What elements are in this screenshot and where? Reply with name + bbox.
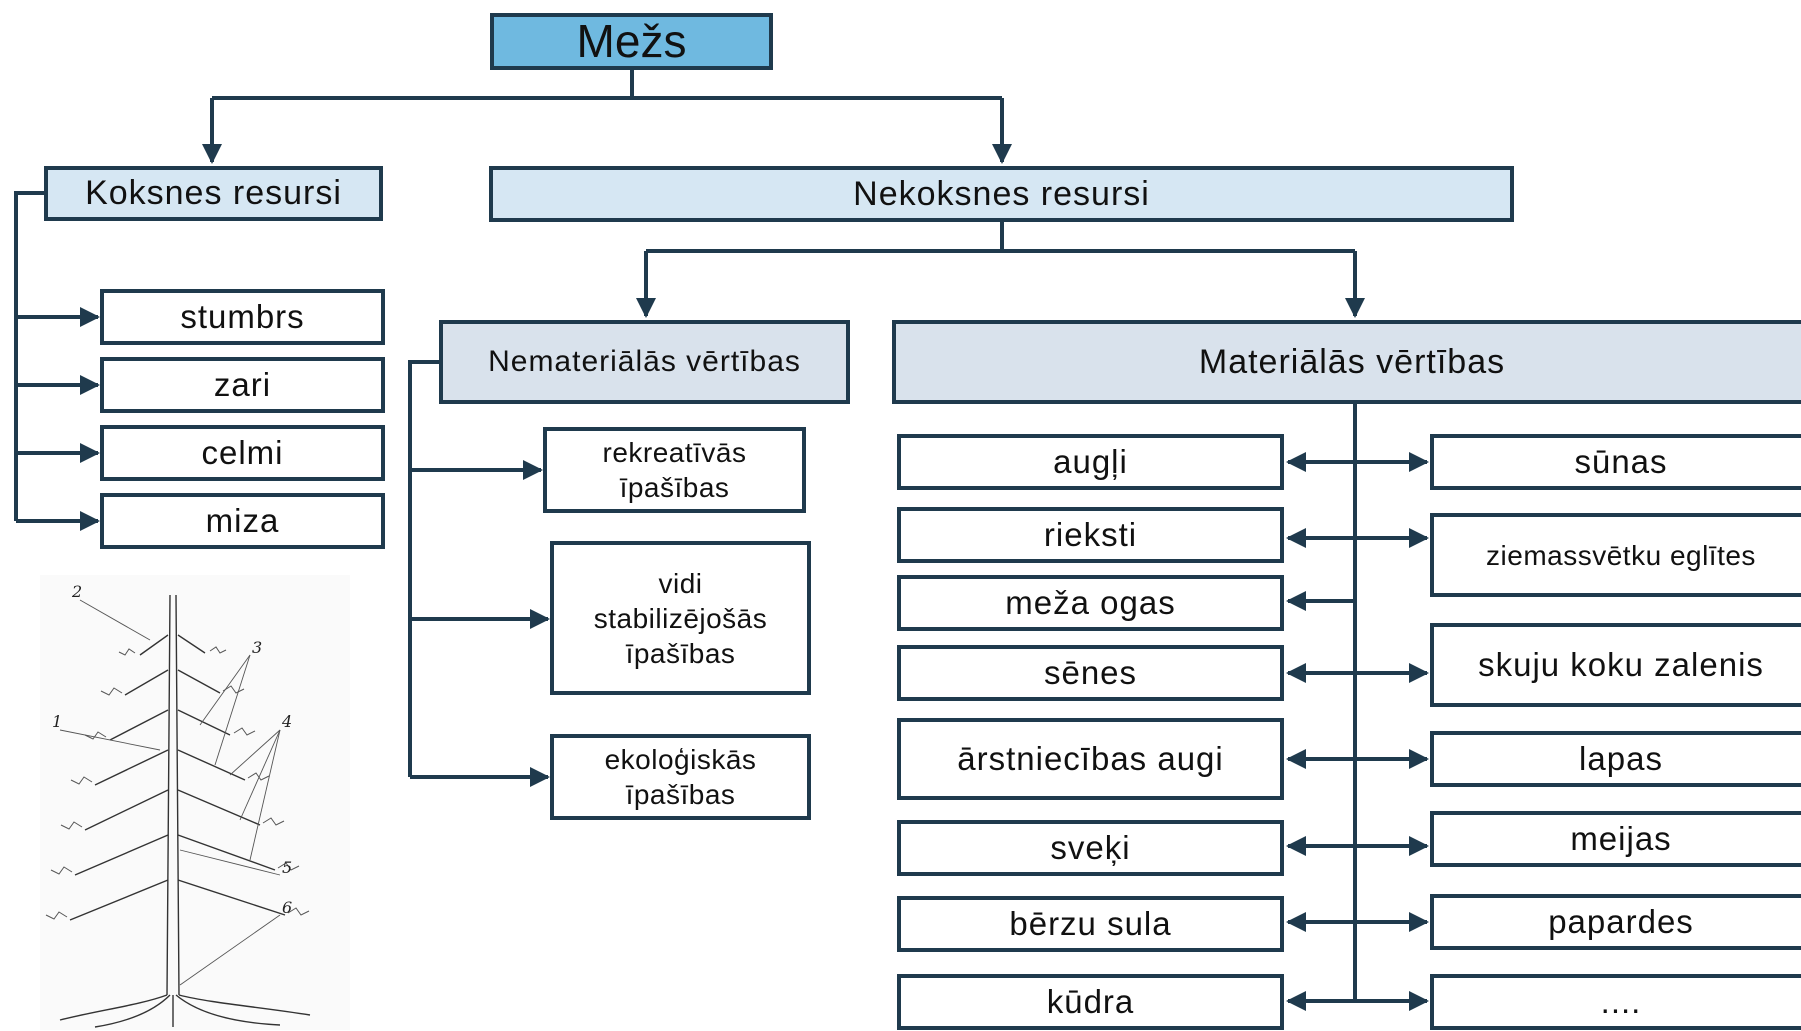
- tree-label-1: 1: [52, 712, 62, 731]
- wood-resources-node: Koksnes resursi: [44, 166, 383, 221]
- material-item-right: papardes: [1430, 894, 1801, 950]
- wood-branch-line: [14, 191, 46, 521]
- material-item-label: ārstniecības augi: [957, 740, 1224, 778]
- intangible-item: rekreatīvās īpašības: [543, 427, 806, 513]
- material-values-label: Materiālās vērtības: [1198, 342, 1506, 381]
- wood-item: celmi: [100, 425, 385, 481]
- material-item-left: sēnes: [897, 645, 1284, 701]
- material-item-right: ziemassvētku eglītes: [1430, 513, 1801, 597]
- root-label: Mežs: [576, 14, 687, 67]
- wood-item-label: stumbrs: [180, 298, 305, 336]
- intangible-branch-line: [408, 360, 441, 777]
- intangible-values-node: Nemateriālās vērtības: [439, 320, 850, 404]
- material-item-label: rieksti: [1043, 516, 1138, 554]
- intangible-item: vidi stabilizējošās īpašības: [550, 541, 811, 695]
- material-item-right: sūnas: [1430, 434, 1801, 490]
- material-item-label: skuju koku zalenis: [1478, 646, 1764, 684]
- material-item-right: meijas: [1430, 811, 1801, 867]
- material-item-right: skuju koku zalenis: [1430, 623, 1801, 707]
- material-item-right: lapas: [1430, 731, 1801, 787]
- tree-label-3: 3: [252, 638, 262, 657]
- material-item-left: sveķi: [897, 820, 1284, 876]
- intangible-item-label: rekreatīvās īpašības: [602, 437, 747, 503]
- wood-resources-label: Koksnes resursi: [85, 174, 342, 213]
- material-values-node: Materiālās vērtības: [892, 320, 1801, 404]
- tree-label-2: 2: [71, 582, 82, 601]
- material-item-label: meža ogas: [1005, 584, 1176, 622]
- wood-item: stumbrs: [100, 289, 385, 345]
- material-item-left: augļi: [897, 434, 1284, 490]
- material-item-left: meža ogas: [897, 575, 1284, 631]
- material-item-right: ....: [1430, 974, 1801, 1030]
- intangible-item-label: vidi stabilizējošās īpašības: [593, 567, 768, 669]
- intangible-values-label: Nemateriālās vērtības: [488, 345, 801, 379]
- material-item-label: papardes: [1548, 903, 1694, 941]
- material-item-left: rieksti: [897, 507, 1284, 563]
- wood-item-label: miza: [205, 502, 280, 540]
- wood-item-label: zari: [213, 366, 272, 404]
- material-item-label: meijas: [1570, 820, 1672, 858]
- wood-item: miza: [100, 493, 385, 549]
- intangible-item-label: ekoloģiskās īpašības: [604, 744, 757, 810]
- material-item-label: sēnes: [1043, 654, 1138, 692]
- tree-label-4: 4: [281, 712, 292, 731]
- material-item-left: ārstniecības augi: [897, 718, 1284, 800]
- material-item-label: lapas: [1579, 740, 1663, 778]
- nonwood-resources-node: Nekoksnes resursi: [489, 166, 1514, 222]
- tree-label-6: 6: [282, 898, 292, 917]
- material-item-label: ziemassvētku eglītes: [1486, 539, 1756, 571]
- material-item-label: ....: [1600, 983, 1642, 1021]
- intangible-item: ekoloģiskās īpašības: [550, 734, 811, 820]
- material-item-label: sūnas: [1574, 443, 1668, 481]
- material-item-label: kūdra: [1046, 983, 1135, 1021]
- material-item-label: sveķi: [1050, 829, 1131, 867]
- wood-item: zari: [100, 357, 385, 413]
- root-connector: [212, 70, 1002, 100]
- material-item-label: bērzu sula: [1009, 905, 1172, 943]
- material-item-label: augļi: [1053, 443, 1128, 481]
- material-item-left: bērzu sula: [897, 896, 1284, 952]
- tree-label-5: 5: [282, 858, 292, 877]
- wood-item-label: celmi: [201, 434, 284, 472]
- root-node: Mežs: [490, 13, 773, 70]
- nonwood-connector: [646, 222, 1355, 253]
- material-item-left: kūdra: [897, 974, 1284, 1030]
- tree-illustration: 1 2 3 4 5 6: [40, 575, 350, 1030]
- nonwood-resources-label: Nekoksnes resursi: [853, 174, 1150, 213]
